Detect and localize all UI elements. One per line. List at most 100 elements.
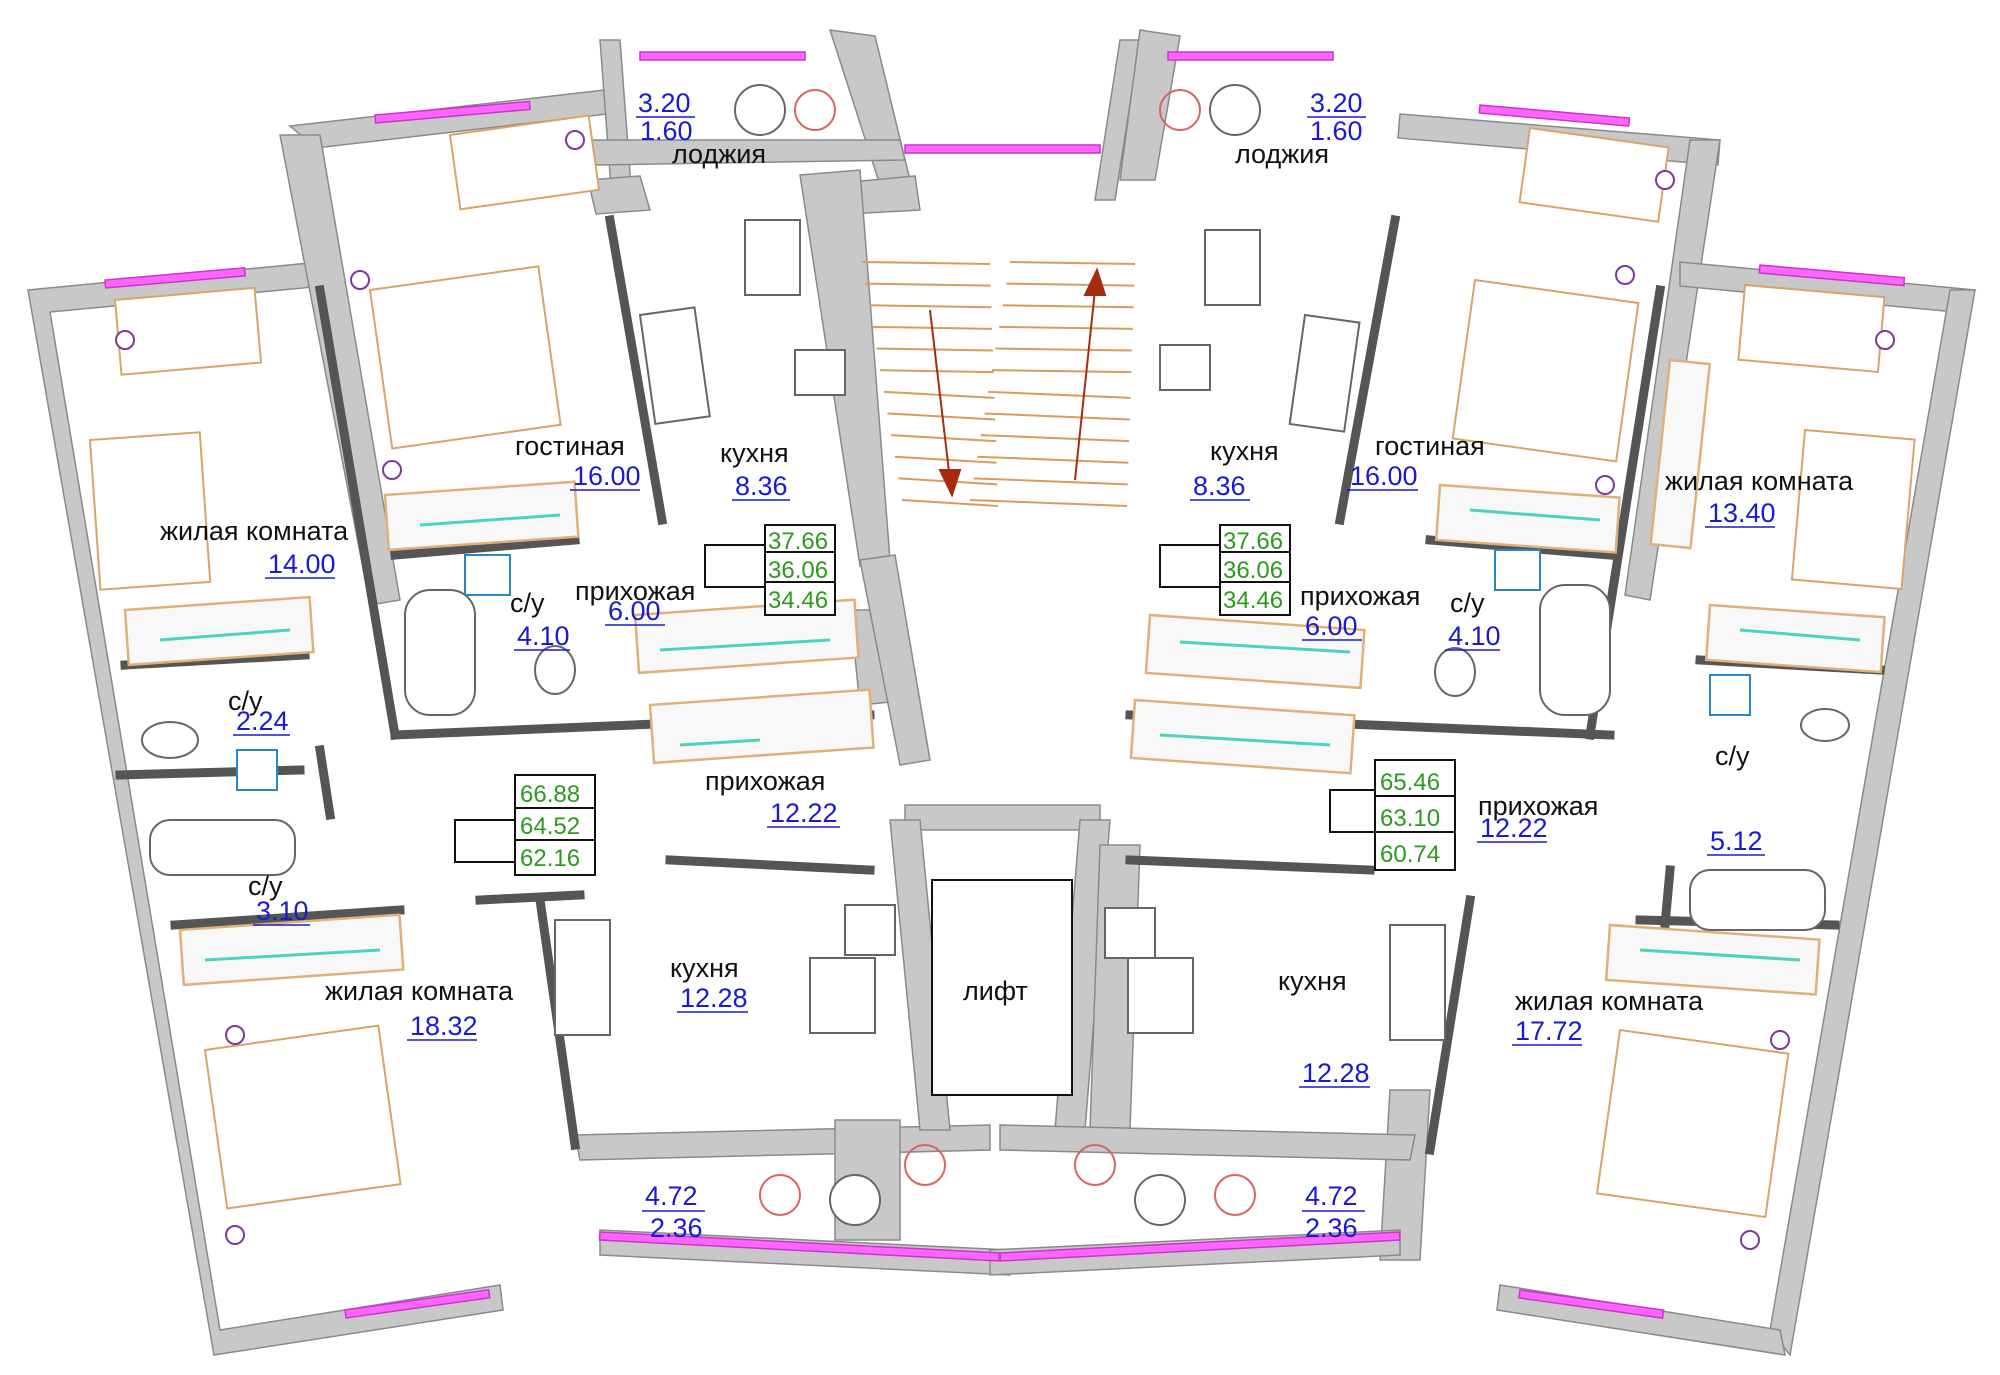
- toilet-tr: [1434, 647, 1476, 697]
- stair-tread: [869, 304, 992, 309]
- window-stair: [904, 144, 1101, 154]
- washer-r: [1709, 674, 1751, 716]
- window-br-bedroom: [1518, 1289, 1665, 1319]
- stove-tl: [744, 219, 801, 296]
- area-bedroom-r: 13.40: [1708, 498, 1776, 528]
- area-balcony-bl: 4.72: [645, 1181, 698, 1211]
- stair-tread: [995, 347, 1133, 352]
- bathtub-tr: [1539, 584, 1611, 716]
- bed-tl-living: [368, 265, 562, 450]
- label-wc-l2: с/у: [248, 871, 283, 901]
- stove-bl: [809, 957, 876, 1034]
- speaker-icon: [382, 460, 402, 480]
- stair-tread: [980, 434, 1130, 443]
- round-table-tl: [734, 84, 786, 136]
- bed-br-bedroom: [1595, 1028, 1790, 1219]
- chair-bl-1: [759, 1174, 801, 1216]
- label-kitchen-tr: кухня: [1210, 436, 1279, 466]
- stair-down-arrowhead: [938, 469, 962, 498]
- area-hall-tr: 6.00: [1305, 611, 1358, 641]
- label-hall-br: прихожая: [1478, 791, 1598, 821]
- chair-br-1: [1074, 1144, 1116, 1186]
- totals-apt-tl: 37.66 36.06 34.46: [704, 524, 836, 616]
- stair-tread: [861, 261, 991, 265]
- stair-tread: [865, 282, 991, 287]
- sink-tl: [794, 349, 846, 396]
- kitchen-tables: [554, 306, 1446, 1041]
- speaker-icon: [1655, 170, 1675, 190]
- washer-l: [236, 749, 278, 791]
- area-hall-bl: 12.22: [770, 798, 838, 828]
- total-apt-tr-3: 34.46: [1223, 587, 1283, 614]
- total-apt-tl-1: 37.66: [768, 528, 828, 555]
- stove-br: [1127, 957, 1194, 1034]
- label-kitchen-br: кухня: [1278, 966, 1347, 996]
- bathtub-r: [1689, 869, 1826, 931]
- chair-tr: [1159, 89, 1201, 131]
- label-wc-r: с/у: [1715, 741, 1750, 771]
- speaker-icon: [1740, 1230, 1760, 1250]
- area-bedroom-bl: 18.32: [410, 1011, 478, 1041]
- elevator-shaft: [931, 879, 1073, 1096]
- totals-apt-bl: 66.88 64.52 62.16: [454, 774, 596, 876]
- window-tl-living: [374, 100, 531, 124]
- toilet-r: [1800, 708, 1850, 742]
- chair-tl: [794, 89, 836, 131]
- toilet-l: [141, 721, 199, 759]
- label-kitchen-tl: кухня: [720, 438, 789, 468]
- speaker-icon: [1875, 330, 1895, 350]
- area-bath-r: 5.12: [1710, 826, 1763, 856]
- label-hall-bl: прихожая: [705, 766, 825, 796]
- total-apt-bl-2: 64.52: [520, 813, 580, 840]
- table-kitchen-br: [1389, 924, 1446, 1041]
- label-loggia-tr: лоджия: [1235, 139, 1329, 169]
- stair-up-arrowhead: [1083, 267, 1107, 296]
- desk-tl: [448, 114, 601, 211]
- stair-tread: [969, 499, 1128, 507]
- area-balcony-br: 4.72: [1305, 1181, 1358, 1211]
- bed-l-bedroom: [88, 431, 212, 591]
- sink-br: [1104, 907, 1156, 959]
- total-apt-br-3: 60.74: [1380, 841, 1440, 868]
- washer-tr: [1494, 549, 1541, 591]
- total-apt-tl-2: 36.06: [768, 557, 828, 584]
- bed-tr-living: [1451, 278, 1640, 463]
- area-kitchen-tl: 8.36: [735, 471, 788, 501]
- speaker-icon: [115, 330, 135, 350]
- stair-tread: [887, 412, 996, 421]
- bathroom-fixtures: [141, 549, 1850, 931]
- round-table-tr: [1209, 84, 1261, 136]
- speaker-icon: [1615, 265, 1635, 285]
- stair-tread: [984, 412, 1130, 421]
- bed-bl-bedroom: [203, 1024, 402, 1210]
- area-hall-tl: 6.00: [608, 596, 661, 626]
- label-wc-l1: с/у: [228, 686, 263, 716]
- speakers: [115, 130, 1895, 1250]
- label-bath-tr: с/у: [1450, 588, 1485, 618]
- window-tr-bedroom: [1758, 264, 1906, 287]
- totals-apt-tr: 37.66 36.06 34.46: [1159, 524, 1291, 616]
- label-kitchen-bl: кухня: [670, 953, 739, 983]
- chair-br-2: [1214, 1174, 1256, 1216]
- total-apt-bl-1: 66.88: [520, 781, 580, 808]
- window-balcony-br: [999, 1231, 1401, 1262]
- label-living-tl: гостиная: [515, 431, 625, 461]
- sink-tr: [1159, 344, 1211, 391]
- balcony-furniture: [734, 84, 1261, 1226]
- sink-bl: [844, 904, 896, 956]
- label-bath-tl: с/у: [510, 588, 545, 618]
- area-kitchen-bl: 12.28: [680, 983, 748, 1013]
- total-apt-bl-3: 62.16: [520, 845, 580, 872]
- desk-l: [113, 286, 263, 376]
- stair-down-arrow: [929, 309, 951, 481]
- window-loggia-tl: [639, 51, 806, 61]
- window-loggia-tr: [1167, 51, 1334, 61]
- total-apt-tr-1: 37.66: [1223, 528, 1283, 555]
- area-kitchen-tr: 8.36: [1193, 471, 1246, 501]
- kitchen-units: [744, 219, 1261, 1034]
- stair-tread: [901, 499, 999, 507]
- wardrobes: [123, 358, 1886, 996]
- stove-tr: [1204, 229, 1261, 306]
- desks: [113, 114, 1886, 376]
